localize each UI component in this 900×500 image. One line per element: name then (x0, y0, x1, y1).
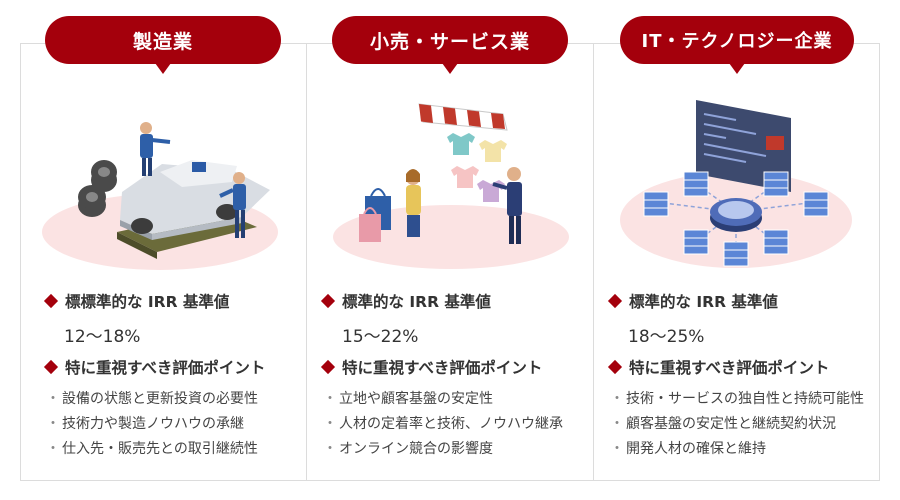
irr-heading-label: 標準的な IRR 基準値 (629, 293, 778, 311)
irr-value: 15～22% (342, 327, 419, 347)
list-item: 技術・サービスの独自性と持続可能性 (610, 387, 864, 412)
industry-card-it-technology: IT・テクノロジー企業 標準 (594, 0, 881, 500)
irr-heading: 標準的な IRR 基準値 (320, 290, 491, 312)
list-item: 顧客基盤の安定性と継続契約状況 (610, 412, 864, 437)
column-divider (306, 43, 307, 481)
industry-title-badge: IT・テクノロジー企業 (620, 16, 854, 74)
diamond-bullet-icon (607, 293, 623, 309)
evaluation-points-heading: 特に重視すべき評価ポイント (320, 356, 543, 378)
diamond-bullet-icon (43, 293, 59, 309)
points-heading-label: 特に重視すべき評価ポイント (342, 359, 543, 377)
industry-title-badge: 小売・サービス業 (332, 16, 568, 74)
list-item: 仕入先・販売先との取引継続性 (46, 437, 258, 462)
diamond-bullet-icon (320, 359, 336, 375)
list-item: オンライン競合の影響度 (323, 437, 563, 462)
irr-value: 18～25% (628, 327, 705, 347)
evaluation-points-list: 立地や顧客基盤の安定性 人材の定着率と技術、ノウハウ継承 オンライン競合の影響度 (323, 387, 563, 462)
evaluation-points-heading: 特に重視すべき評価ポイント (607, 356, 830, 378)
industry-title-badge: 製造業 (45, 16, 281, 74)
irr-heading-label: 標準的な IRR 基準値 (342, 293, 491, 311)
evaluation-points-heading: 特に重視すべき評価ポイント (43, 356, 266, 378)
list-item: 人材の定着率と技術、ノウハウ継承 (323, 412, 563, 437)
points-heading-label: 特に重視すべき評価ポイント (65, 359, 266, 377)
list-item: 設備の状態と更新投資の必要性 (46, 387, 258, 412)
diamond-bullet-icon (607, 359, 623, 375)
irr-value: 12～18% (64, 327, 141, 347)
server-network-icon (620, 100, 852, 268)
column-divider (593, 43, 594, 481)
retail-shop-icon (333, 103, 569, 269)
irr-heading-label: 標標準的な IRR 基準値 (65, 293, 230, 311)
evaluation-points-list: 設備の状態と更新投資の必要性 技術力や製造ノウハウの承継 仕入先・販売先との取引… (46, 387, 258, 462)
list-item: 開発人材の確保と維持 (610, 437, 864, 462)
list-item: 技術力や製造ノウハウの承継 (46, 412, 258, 437)
list-item: 立地や顧客基盤の安定性 (323, 387, 563, 412)
points-heading-label: 特に重視すべき評価ポイント (629, 359, 830, 377)
diamond-bullet-icon (320, 293, 336, 309)
diamond-bullet-icon (43, 359, 59, 375)
evaluation-points-list: 技術・サービスの独自性と持続可能性 顧客基盤の安定性と継続契約状況 開発人材の確… (610, 387, 864, 462)
irr-heading: 標準的な IRR 基準値 (607, 290, 778, 312)
industry-card-retail-service: 小売・サービス業 標準的な (307, 0, 594, 500)
factory-car-assembly-icon (42, 122, 278, 270)
irr-heading: 標標準的な IRR 基準値 (43, 290, 230, 312)
industry-card-manufacturing: 製造業 標標準的な IRR 基準値 12～18% 特に重視 (20, 0, 307, 500)
